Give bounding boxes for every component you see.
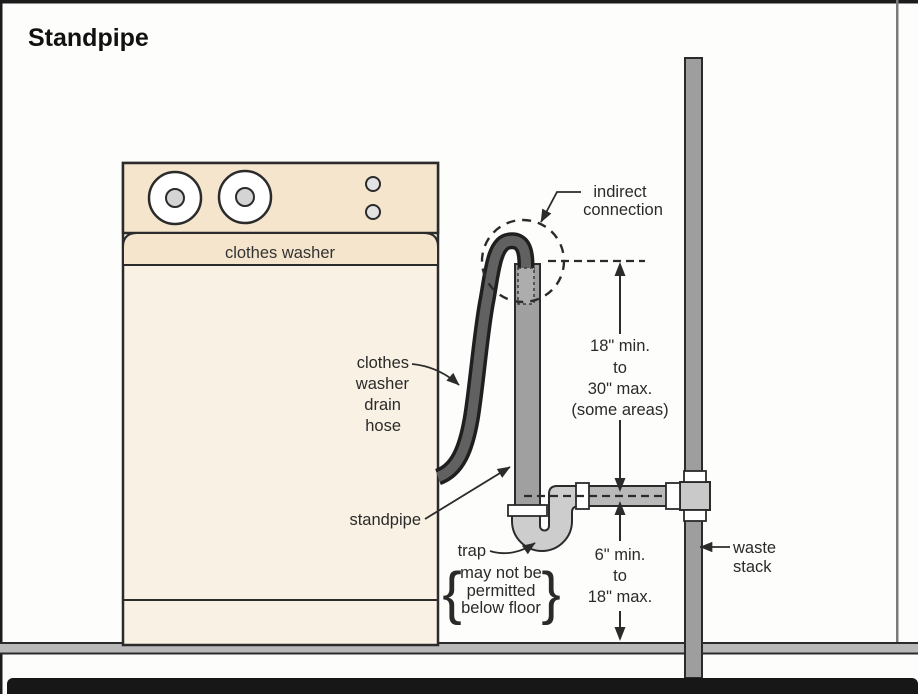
coupling-band [683, 470, 707, 483]
hose-end-inside-pipe [517, 267, 535, 305]
arrow-up-icon [614, 262, 626, 276]
washer-label: clothes washer [225, 244, 336, 262]
trap-note-line1: may not be [460, 564, 542, 582]
standpipe-label: standpipe [349, 466, 511, 529]
indirect-connection-label: indirect connection [540, 183, 663, 223]
trap-note-brace-right: } [541, 561, 560, 626]
indirect-label-line2: connection [583, 201, 663, 219]
leader-line [540, 191, 581, 223]
waste-stack-label: waste stack [699, 539, 776, 576]
coupling-band [683, 509, 707, 522]
washer-dial-knob-icon [165, 188, 185, 208]
page-title: Standpipe [28, 24, 149, 52]
drain-hose [434, 232, 535, 486]
dim-upper-line3: 30" max. [588, 380, 653, 398]
drain-hose-label-line3: drain [364, 396, 401, 414]
drain-hose-label-line1: clothes [357, 354, 409, 372]
dim-upper-line2: to [613, 359, 627, 377]
washer-button-icon [365, 204, 381, 220]
leader-line [411, 363, 460, 386]
coupling-band [665, 482, 681, 510]
leader-line [489, 542, 536, 555]
drain-hose-label: clothes washer drain hose [355, 354, 460, 435]
drain-hose-label-line2: washer [355, 375, 410, 393]
drain-hose-label-line4: hose [365, 417, 401, 435]
trap-note-line3: below floor [461, 599, 541, 617]
trap-label-text: trap [458, 542, 486, 560]
frame-left-line [0, 0, 3, 694]
frame-top-line [0, 0, 918, 4]
arrow-up-icon [614, 501, 626, 515]
trap-note-line2: permitted [467, 582, 536, 600]
waste-stack-pipe [684, 57, 703, 679]
dim-upper-line1: 18" min. [590, 337, 650, 355]
washer-button-icon [365, 176, 381, 192]
tee-fitting [679, 470, 711, 522]
trap-label: trap { } may not be permitted below floo… [442, 542, 560, 626]
dim-lower-line1: 6" min. [595, 546, 646, 564]
dimension-lower: 6" min. to 18" max. [588, 501, 653, 641]
standpipe-label-text: standpipe [349, 511, 421, 529]
waste-stack-label-line1: waste [732, 539, 776, 557]
waste-stack-label-line2: stack [733, 558, 772, 576]
leader-line [424, 466, 511, 520]
washer-dial-knob-icon [235, 187, 255, 207]
dim-lower-line3: 18" max. [588, 588, 653, 606]
arrow-down-icon [614, 478, 626, 492]
bottom-bar [7, 678, 918, 694]
indirect-label-line1: indirect [593, 183, 647, 201]
dim-upper-line4: (some areas) [571, 401, 668, 419]
washer-lid-band [122, 232, 439, 266]
arrow-down-icon [614, 627, 626, 641]
frame-right-line [896, 0, 899, 644]
clothes-washer: clothes washer [121, 161, 440, 647]
dimension-upper: 18" min. to 30" max. (some areas) [571, 262, 669, 492]
dim-lower-line2: to [613, 567, 627, 585]
standpipe-trap-coupling [507, 504, 548, 517]
trap-note-brace-left: { [442, 561, 461, 626]
